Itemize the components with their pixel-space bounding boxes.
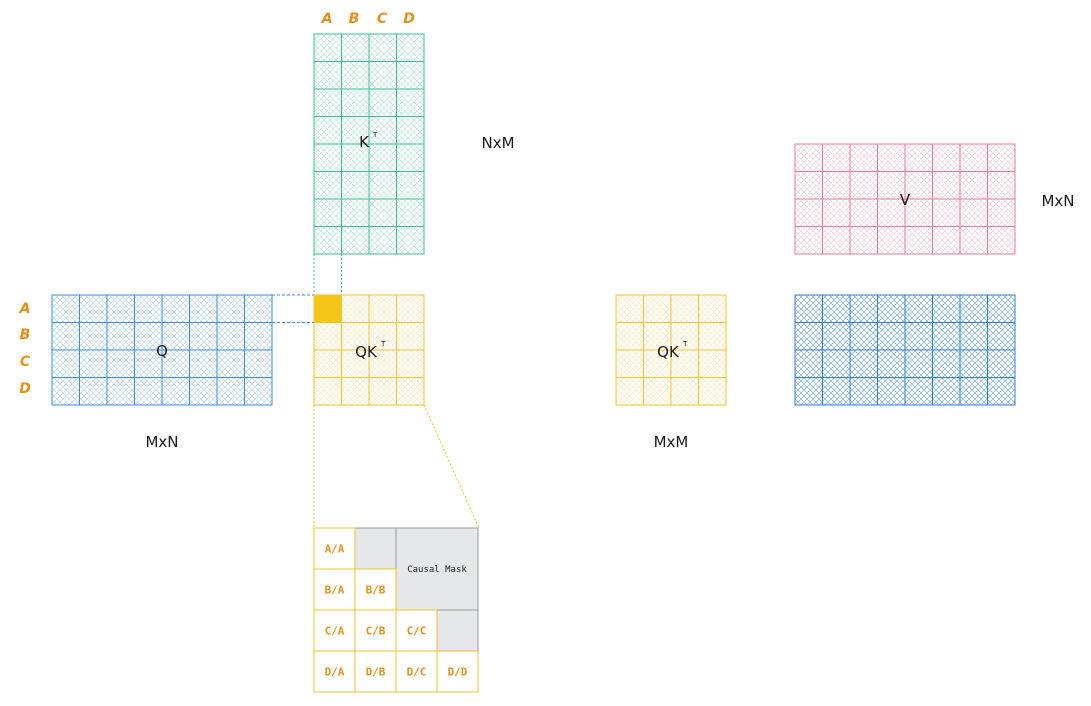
zoom-connectors <box>313 404 480 529</box>
qkt-highlight-cell <box>313 294 342 323</box>
col-header: D <box>403 11 415 27</box>
mask-cell <box>313 650 356 693</box>
kt-dims: NxM <box>481 134 514 152</box>
v-matrix: V <box>794 143 1016 255</box>
kt-label: K <box>359 133 370 151</box>
mask-cell-label: A/A <box>325 543 345 556</box>
mask-cell-label: D/B <box>366 666 386 679</box>
mask-cell-label: B/A <box>325 584 345 597</box>
mask-cell-label: C/C <box>407 625 427 638</box>
col-header: A <box>321 11 333 27</box>
mask-cell <box>354 609 397 652</box>
qkt2-superscript: T <box>682 340 688 348</box>
qkt-superscript: T <box>380 340 386 348</box>
qkt2-label: QK <box>657 343 680 361</box>
kt-matrix: K T <box>313 33 425 255</box>
mask-cell-label: D/C <box>407 666 427 679</box>
col-header: B <box>349 11 360 27</box>
q-dims: MxN <box>145 433 178 451</box>
row-headers: A B C D <box>19 301 31 397</box>
qkt-label: QK <box>355 343 378 361</box>
mask-cell-label: D/A <box>325 666 345 679</box>
kt-connectors <box>313 254 342 295</box>
mask-cell-label: C/B <box>366 625 386 638</box>
masked-block <box>395 527 479 611</box>
mask-cell-label: C/A <box>325 625 345 638</box>
row-header: C <box>20 354 31 370</box>
mask-cell-label: D/D <box>448 666 468 679</box>
mask-cell <box>395 609 438 652</box>
causal-mask-label: Causal Mask <box>407 565 467 575</box>
output-matrix <box>794 294 1016 406</box>
qkt2-dims: MxM <box>654 433 689 451</box>
causal-mask-grid: A/A B/A B/B C/A C/B C/C D/A D/B D/C D/D Causal Mas… <box>313 527 479 693</box>
kt-superscript: T <box>372 131 378 139</box>
qkt-matrix: QK T <box>313 294 425 406</box>
qkt2-matrix: QK T <box>615 294 727 406</box>
v-dims: MxN <box>1041 192 1074 210</box>
col-header: C <box>377 11 388 27</box>
row-header: B <box>20 327 31 343</box>
q-label: Q <box>156 342 168 360</box>
v-label: V <box>900 191 911 209</box>
masked-cell <box>436 609 479 652</box>
q-matrix: Q <box>51 294 273 406</box>
q-connectors <box>272 294 314 323</box>
column-headers: A B C D <box>321 11 415 27</box>
row-header: D <box>19 381 31 397</box>
row-header: A <box>19 301 31 317</box>
mask-cell-label: B/B <box>366 584 386 597</box>
masked-cell <box>354 527 397 570</box>
mask-cell-border <box>436 650 479 693</box>
